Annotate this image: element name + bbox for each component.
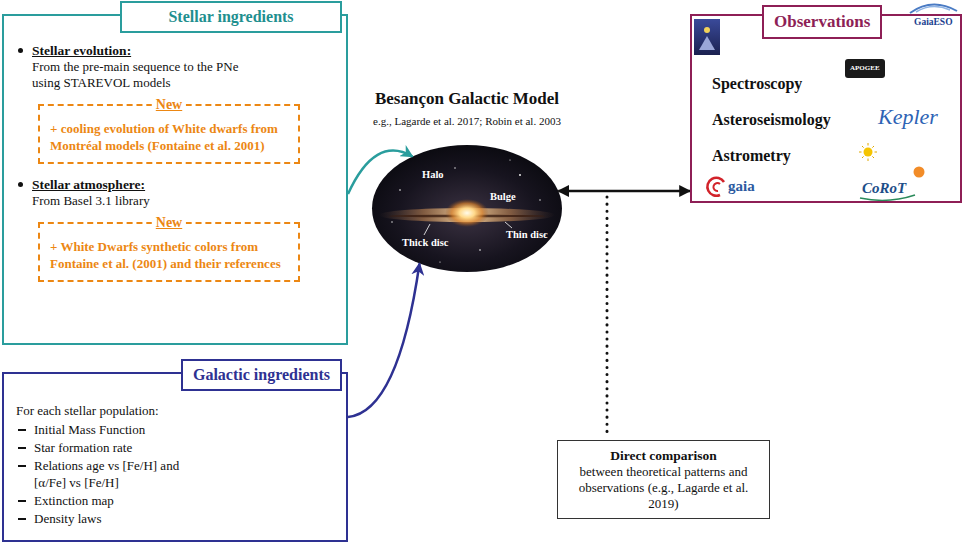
list-item: Initial Mass Function: [34, 421, 336, 438]
galaxy-ellipse: [372, 145, 562, 272]
panel-box: Galactic ingredientsFor each stellar pop…: [2, 372, 348, 542]
bullet-dot: [18, 48, 23, 53]
telescope-picture: [699, 36, 715, 50]
note-text: + cooling evolution of White dwarfs from…: [50, 120, 288, 154]
panel-box: Stellar ingredientsStellar evolution:Fro…: [2, 14, 348, 345]
body-text: For each stellar population:: [16, 402, 336, 420]
leader-line: [424, 224, 430, 235]
section-heading: Stellar evolution:: [32, 42, 336, 59]
galaxy-bulge: [445, 199, 489, 227]
dash-marker: [18, 447, 26, 449]
box-heading: Direct comparison: [566, 447, 761, 464]
gaiaeso-logo: [910, 4, 957, 13]
body-text: between theoretical patterns and observa…: [566, 464, 761, 512]
galaxy-label: Thin disc: [506, 229, 548, 241]
dotted-leader: [606, 197, 609, 437]
section-heading: Stellar atmosphere:: [32, 176, 336, 193]
panel-heading: Observations: [762, 5, 882, 39]
dash-marker: [18, 500, 26, 502]
gaiaeso-logo: [916, 6, 950, 12]
note-text: + White Dwarfs synthetic colors from Fon…: [50, 238, 288, 272]
list-item: Density laws: [34, 510, 336, 527]
telescope-picture: [704, 27, 710, 33]
dash-marker: [18, 429, 26, 431]
method-text: Astrometry: [712, 146, 791, 165]
body-text: From the pre-main sequence to the PNe us…: [32, 59, 264, 91]
galaxy-model: Besançon Galactic Modele.g., Lagarde et …: [372, 145, 562, 272]
model-title: Besançon Galactic Model: [302, 89, 632, 109]
method-text: Spectroscopy: [712, 74, 802, 93]
panel-heading: Stellar ingredients: [120, 1, 342, 33]
list-item: Relations age vs [Fe/H] and [α/Fe] vs [F…: [34, 457, 184, 491]
new-tag: New: [152, 214, 186, 231]
new-box: New+ cooling evolution of White dwarfs f…: [38, 104, 300, 164]
galaxy-label: Halo: [422, 169, 444, 181]
list-row: Density laws: [16, 510, 336, 527]
process-box: Direct comparisonbetween theoretical pat…: [557, 440, 770, 519]
bullet-dot: [18, 182, 23, 187]
telescope-picture: [694, 19, 720, 55]
list-row: Star formation rate: [16, 439, 336, 456]
list-item: Extinction map: [34, 492, 336, 509]
connector-arrow: [348, 264, 420, 418]
dash-marker: [18, 518, 26, 520]
connector-arrow: [558, 190, 690, 193]
list-item: Star formation rate: [34, 439, 336, 456]
panel-heading: Galactic ingredients: [181, 359, 342, 391]
gaia-logo: [707, 178, 724, 196]
method-text: Asteroseismology: [712, 110, 831, 129]
logo-text: Kepler: [878, 104, 938, 130]
logo-text: GaiaESO: [913, 17, 954, 28]
list-row: Initial Mass Function: [16, 421, 336, 438]
list-row: Relations age vs [Fe/H] and [α/Fe] vs [F…: [16, 457, 336, 491]
apogee-logo: [845, 59, 885, 78]
logo-text: gaia: [728, 178, 755, 195]
galaxy-label: Thick disc: [402, 237, 448, 249]
dash-marker: [18, 465, 26, 467]
gaia-logo: [713, 183, 720, 191]
logo-text: APOGEE: [850, 64, 880, 72]
corot-logo: [914, 167, 925, 178]
logo-text: CoRoT: [862, 180, 906, 197]
sun-icon: [859, 143, 877, 161]
list-row: Stellar atmosphere:: [14, 176, 336, 193]
galaxy-label: Bulge: [490, 191, 516, 203]
leader-line: [505, 222, 512, 228]
citation: e.g., Lagarde et al. 2017; Robin et al. …: [302, 114, 632, 128]
list-row: Extinction map: [16, 492, 336, 509]
new-tag: New: [152, 96, 186, 113]
new-box: New+ White Dwarfs synthetic colors from …: [38, 222, 300, 282]
connector-arrow: [348, 151, 413, 194]
body-text: From Basel 3.1 library: [32, 193, 322, 209]
list-row: Stellar evolution:: [14, 42, 336, 59]
